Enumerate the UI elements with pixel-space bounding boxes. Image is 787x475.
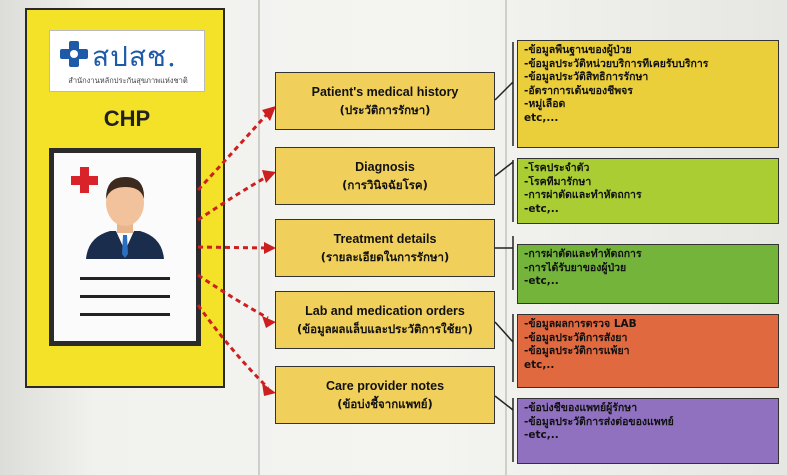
arrowhead — [262, 316, 276, 328]
category-box-diagnosis: Diagnosis (การวินิจฉัยโรค) — [275, 147, 495, 205]
category-label: Care provider notes — [325, 379, 445, 393]
details-box-notes: -ข้อบ่งชี้ของแพทย์ผู้รักษา -ข้อมูลประวัต… — [517, 398, 779, 464]
doctor-avatar-icon — [71, 167, 170, 316]
category-box-treatment: Treatment details (รายละเอียดในการรักษา) — [275, 219, 495, 277]
detail-item: -ข้อมูลประวัติหน่วยบริการที่เคยรับบริการ — [524, 57, 709, 70]
category-label-th: (ข้อมูลผลแล็บและประวัติการใช้ยา) — [297, 322, 473, 336]
card-title: CHP — [103, 106, 151, 131]
detail-item: etc,.. — [524, 358, 555, 371]
category-label-th: (ประวัติการรักษา) — [339, 103, 431, 117]
details-box-lab: -ข้อมูลผลการตรวจ LAB -ข้อมูลประวัติการสั… — [517, 314, 779, 388]
bracket-history — [494, 42, 514, 146]
category-label: Patient's medical history — [311, 85, 459, 99]
detail-item: -หมู่เลือด — [524, 98, 566, 110]
arrowhead — [264, 242, 276, 254]
details-box-diagnosis: -โรคประจำตัว -โรคที่มารักษา -การผ่าตัดแล… — [517, 158, 779, 224]
category-box-notes: Care provider notes (ข้อบ่งชี้จากแพทย์) — [275, 366, 495, 424]
detail-item: -ข้อมูลผลการตรวจ LAB — [524, 318, 637, 330]
arrow-to-lab — [197, 273, 269, 320]
category-label: Diagnosis — [355, 160, 415, 174]
bracket-lab — [494, 314, 514, 382]
detail-item: -โรคที่มารักษา — [524, 175, 592, 188]
detail-item: -etc,.. — [524, 275, 559, 287]
profile-frame — [49, 148, 201, 346]
detail-item: -ข้อมูลประวัติการส่งต่อของแพทย์ — [524, 415, 674, 428]
detail-item: -ข้อมูลประวัติสิทธิการรักษา — [524, 71, 649, 83]
details-box-history: -ข้อมูลพื้นฐานของผู้ป่วย -ข้อมูลประวัติห… — [517, 40, 779, 148]
logo-subtitle: สำนักงานหลักประกันสุขภาพแห่งชาติ — [68, 76, 188, 85]
category-label: Treatment details — [333, 232, 437, 246]
red-cross-icon — [71, 167, 98, 193]
arrow-to-diagnosis — [197, 174, 269, 222]
detail-item: -ข้อมูลพื้นฐานของผู้ป่วย — [524, 44, 632, 56]
bracket-notes — [494, 395, 514, 462]
detail-item: -การผ่าตัดและทำหัตถการ — [524, 189, 642, 201]
arrowhead — [262, 170, 276, 183]
category-label-th: (รายละเอียดในการรักษา) — [320, 250, 450, 264]
detail-item: etc,... — [524, 111, 559, 124]
arrow-to-history — [196, 112, 270, 192]
detail-item: -การได้รับยาของผู้ป่วย — [524, 261, 627, 274]
detail-item: -การผ่าตัดและทำหัตถการ — [524, 248, 642, 260]
category-label-th: (ข้อบ่งชี้จากแพทย์) — [337, 397, 433, 411]
detail-item: -etc,.. — [524, 429, 559, 441]
detail-item: -ข้อมูลประวัติการแพ้ยา — [524, 345, 630, 357]
bracket-diagnosis — [494, 160, 514, 222]
detail-item: -etc,.. — [524, 202, 559, 215]
arrow-to-notes — [196, 304, 270, 390]
bracket-treatment — [495, 236, 514, 290]
category-box-history: Patient's medical history (ประวัติการรัก… — [275, 72, 495, 130]
category-label-th: (การวินิจฉัยโรค) — [342, 178, 428, 192]
arrowhead — [262, 383, 276, 396]
cross-logo-icon — [60, 41, 88, 67]
detail-item: -โรคประจำตัว — [524, 162, 590, 174]
detail-item: -ข้อบ่งชี้ของแพทย์ผู้รักษา — [524, 402, 638, 414]
details-box-treatment: -การผ่าตัดและทำหัตถการ -การได้รับยาของผู… — [517, 244, 779, 304]
nhso-logo: สปสช. สำนักงานหลักประกันสุขภาพแห่งชาติ — [49, 30, 205, 92]
category-label: Lab and medication orders — [305, 304, 465, 318]
logo-mark: สปสช. — [92, 40, 177, 73]
category-box-lab: Lab and medication orders (ข้อมูลผลแล็บแ… — [275, 291, 495, 349]
arrowhead — [262, 106, 276, 121]
chp-card: สปสช. สำนักงานหลักประกันสุขภาพแห่งชาติ C… — [25, 8, 225, 388]
arrow-to-treatment — [197, 245, 269, 250]
profile-sheet — [54, 153, 196, 341]
wall-seam — [258, 0, 260, 475]
detail-item: -ข้อมูลประวัติการสั่งยา — [524, 331, 628, 344]
detail-item: -อัตราการเต้นของชีพจร — [524, 84, 633, 97]
wall-seam — [505, 0, 507, 475]
